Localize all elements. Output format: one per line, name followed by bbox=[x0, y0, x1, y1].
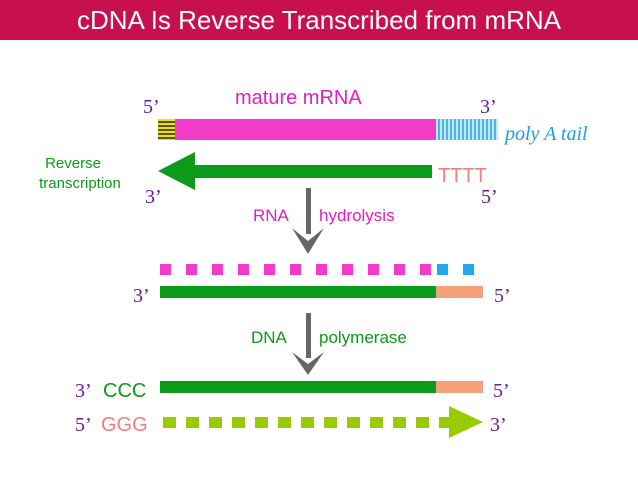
rna-fragments bbox=[160, 264, 474, 275]
mrna-3prime-label: 3’ bbox=[480, 96, 497, 118]
mature-mrna-label: mature mRNA bbox=[235, 87, 362, 109]
ds-top-5prime-label: 5’ bbox=[493, 380, 510, 402]
poly-a-tail-hatching bbox=[438, 119, 496, 140]
ccc-label: CCC bbox=[103, 380, 146, 402]
oligo-dt-primer bbox=[436, 286, 483, 298]
mrna-strand bbox=[175, 119, 436, 140]
cdna-single-strand bbox=[160, 286, 436, 298]
first-strand-primer bbox=[436, 381, 483, 393]
title-banner bbox=[0, 0, 638, 40]
rna-label: RNA bbox=[253, 206, 290, 225]
ggg-label: GGG bbox=[101, 414, 148, 436]
polymerase-arrow-shaft bbox=[306, 313, 311, 358]
single-strand-3prime-label: 3’ bbox=[133, 285, 150, 307]
single-strand-5prime-label: 5’ bbox=[494, 285, 511, 307]
cdna-3prime-label: 3’ bbox=[145, 186, 162, 208]
ds-top-3prime-label: 3’ bbox=[75, 380, 92, 402]
polymerase-label: polymerase bbox=[319, 328, 407, 347]
cdna-first-strand bbox=[160, 381, 436, 393]
mrna-5prime-label: 5’ bbox=[143, 96, 160, 118]
polymerase-arrow-head bbox=[292, 352, 324, 375]
reverse-transcription-arrow bbox=[158, 152, 432, 190]
reverse-transcription-label-line1: Reverse bbox=[45, 155, 101, 172]
second-strand-arrowhead bbox=[449, 406, 483, 438]
ds-bottom-5prime-label: 5’ bbox=[75, 414, 92, 436]
second-strand-dashes bbox=[163, 417, 449, 428]
page-title: cDNA Is Reverse Transcribed from mRNA bbox=[76, 5, 561, 35]
hydrolysis-label: hydrolysis bbox=[319, 206, 395, 225]
reverse-transcription-label-line2: transcription bbox=[39, 175, 121, 192]
oligo-dt-primer-label: TTTT bbox=[438, 165, 487, 187]
ds-bottom-3prime-label: 3’ bbox=[490, 414, 507, 436]
poly-a-tail-label: poly A tail bbox=[503, 123, 588, 145]
hydrolysis-arrow-head bbox=[292, 228, 324, 254]
hydrolysis-arrow-shaft bbox=[306, 188, 311, 234]
cdna-5prime-label: 5’ bbox=[481, 186, 498, 208]
five-prime-cap-hatching bbox=[158, 121, 175, 139]
dna-label: DNA bbox=[251, 328, 288, 347]
